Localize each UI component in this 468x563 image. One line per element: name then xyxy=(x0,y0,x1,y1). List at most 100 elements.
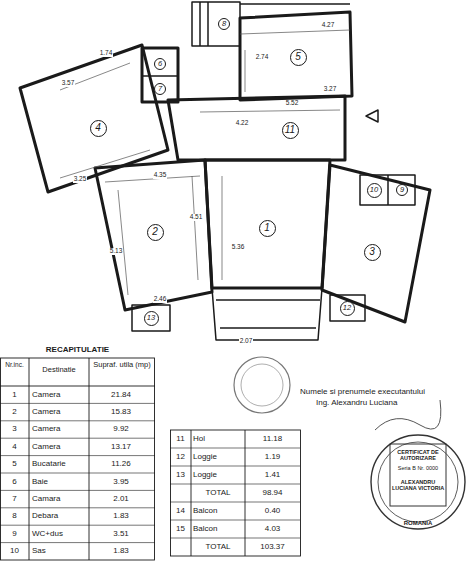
table-row-line xyxy=(0,438,155,439)
table-cell: WC+dus xyxy=(32,530,88,538)
room-number: 12 xyxy=(340,301,355,316)
table-cell: 98.94 xyxy=(246,489,299,497)
table-cell: Nr.inc. xyxy=(1,362,28,369)
room-number: 2 xyxy=(147,224,164,241)
table-cell: 10 xyxy=(1,547,28,555)
table-cell: Balcon xyxy=(193,507,243,515)
table-row-line xyxy=(0,455,155,456)
table-row-line xyxy=(170,538,300,539)
table-cell: ROMANIA xyxy=(396,520,440,526)
table-cell: Sas xyxy=(32,547,88,555)
room-number: 7 xyxy=(154,83,166,95)
dimension-label: 4.51 xyxy=(189,214,204,221)
table-cell: 21.84 xyxy=(91,391,151,399)
table-row-line xyxy=(170,448,300,449)
table-cell: 3.51 xyxy=(91,530,151,538)
room-number: 3 xyxy=(364,244,381,261)
room-number-text: 2 xyxy=(152,227,158,237)
table-cell: 15 xyxy=(171,525,190,533)
room-number-text: 10 xyxy=(370,186,378,194)
room-number-text: 11 xyxy=(285,125,295,135)
room-number: 1 xyxy=(259,220,276,237)
table-cell: Numele si prenumele executantului xyxy=(300,388,462,396)
room-number-text: 8 xyxy=(222,20,226,28)
room-number: 4 xyxy=(90,120,107,137)
table-row-line xyxy=(0,542,155,543)
room-number-text: 4 xyxy=(95,123,101,133)
table-cell: Hol xyxy=(193,435,243,443)
room-number: 6 xyxy=(154,58,166,70)
room-number-text: 12 xyxy=(343,304,351,312)
table-cell: CERTIFICAT DE AUTORIZARE xyxy=(391,450,445,462)
table-cell: 103.37 xyxy=(246,543,299,551)
table-cell: 1.83 xyxy=(91,547,151,555)
table-row-line xyxy=(0,525,155,526)
table-cell: Baie xyxy=(32,478,88,486)
table-cell: RECAPITULATIE xyxy=(20,346,135,354)
dimension-label: 2.07 xyxy=(239,338,254,345)
table-row-line xyxy=(170,466,300,467)
table-row-line xyxy=(0,403,155,404)
table-cell: Camera xyxy=(32,391,88,399)
dimension-label: 1.74 xyxy=(99,50,114,57)
table-row-lines xyxy=(0,403,300,542)
table-cell: Ing. Alexandru Luciana xyxy=(316,399,456,407)
room-number: 13 xyxy=(144,311,159,326)
table-cell: Destinatie xyxy=(30,366,88,374)
table-row-line xyxy=(170,484,300,485)
table-cell: Bucatarie xyxy=(32,460,88,468)
room-number: 10 xyxy=(367,183,382,198)
table-row-line xyxy=(0,420,155,421)
table-row-line xyxy=(0,507,155,508)
table-cell: 1 xyxy=(1,391,28,399)
room-number-text: 5 xyxy=(295,52,301,62)
table-cell: Camera xyxy=(32,425,88,433)
room-number-text: 3 xyxy=(369,247,375,257)
table-cell: 5 xyxy=(1,460,28,468)
table-row-line xyxy=(0,490,155,491)
dimension-label: 3.57 xyxy=(61,80,76,87)
table-cell: 11.26 xyxy=(91,460,151,468)
table-cell: TOTAL xyxy=(193,543,243,551)
table-cell: 11.18 xyxy=(246,435,299,443)
table-cell: Balcon xyxy=(193,525,243,533)
dimension-label: 5.36 xyxy=(231,244,246,251)
dimension-label: 4.22 xyxy=(235,120,250,127)
table-cell: Loggie xyxy=(193,453,243,461)
table-cell: 12 xyxy=(171,453,190,461)
recap-table xyxy=(0,358,301,560)
room-number-text: 7 xyxy=(158,85,162,93)
room-number-text: 13 xyxy=(147,314,155,322)
dimension-label: 2.46 xyxy=(153,296,168,303)
table-cell: 13 xyxy=(171,471,190,479)
table-cell: 1.83 xyxy=(91,512,151,520)
table-cell: 9.92 xyxy=(91,425,151,433)
dimension-label: 2.74 xyxy=(255,54,270,61)
table-cell: Camera xyxy=(32,443,88,451)
table-cell: 6 xyxy=(1,478,28,486)
dimension-label: 4.27 xyxy=(321,22,336,29)
room-number-text: 6 xyxy=(158,60,162,68)
table-cell: Loggie xyxy=(193,471,243,479)
table-cell: 8 xyxy=(1,512,28,520)
table-cell: 11 xyxy=(171,435,190,443)
table-cell: Debara xyxy=(32,512,88,520)
table-cell: 1.19 xyxy=(246,453,299,461)
room-number: 8 xyxy=(218,18,230,30)
room-number-text: 1 xyxy=(264,223,270,233)
table-cell: 3.95 xyxy=(91,478,151,486)
table-cell: 0.40 xyxy=(246,507,299,515)
table-cell: 7 xyxy=(1,495,28,503)
dimension-label: 5.13 xyxy=(109,248,124,255)
dimension-label: 3.27 xyxy=(323,86,338,93)
table-cell: 14 xyxy=(171,507,190,515)
table-cell: Camera xyxy=(32,408,88,416)
table-cell: TOTAL xyxy=(193,489,243,497)
table-cell: Supraf. utila (mp) xyxy=(90,361,154,369)
table-cell: 13.17 xyxy=(91,443,151,451)
table-cell: Camara xyxy=(32,495,88,503)
table-row-line xyxy=(170,520,300,521)
table-cell: 15.83 xyxy=(91,408,151,416)
walls xyxy=(20,2,430,340)
dimension-label: 3.25 xyxy=(73,176,88,183)
